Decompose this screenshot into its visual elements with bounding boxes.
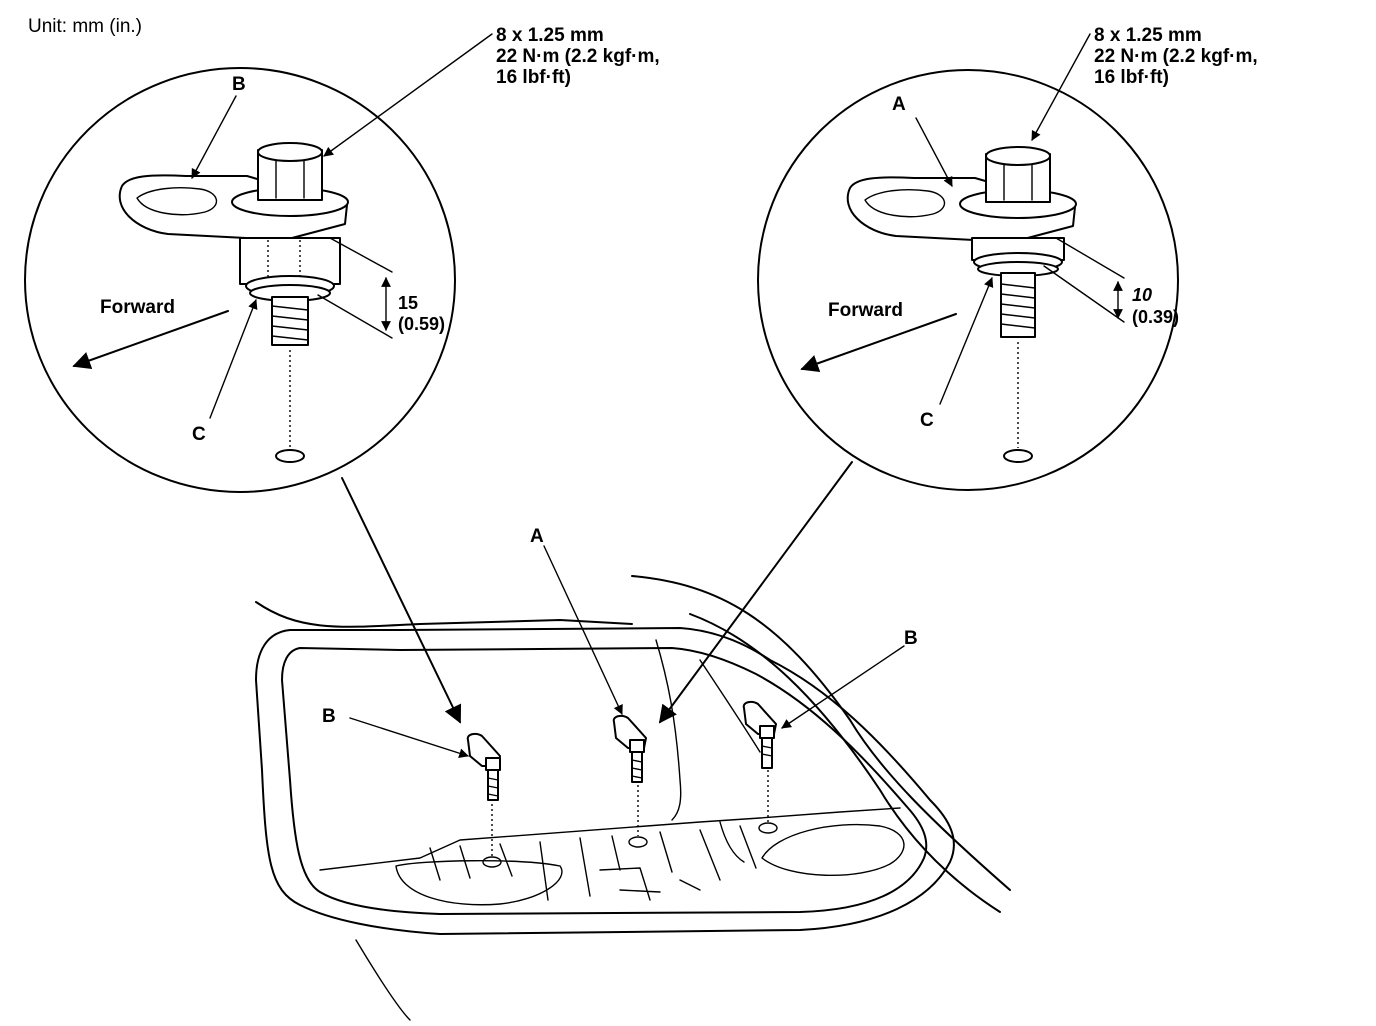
right-spec: 8 x 1.25 mm 22 N·m (2.2 kgf·m, 16 lbf·ft… [1094,25,1258,88]
right-forward-arrow [800,313,957,373]
center-anchor-hole [628,836,648,848]
left-spec-line-1: 8 x 1.25 mm [496,25,604,46]
left-spec-line-3: 16 lbf·ft) [496,67,571,88]
center-callout-leader [543,545,623,715]
right-washer-callout: C [920,410,934,431]
left-dimension-mm: 15 [398,293,418,313]
right-forward-label: Forward [828,300,903,321]
center-callout: A [530,526,544,547]
left-anchor-hole [482,856,502,868]
right-spec-line-3: 16 lbf·ft) [1094,67,1169,88]
unit-label: Unit: mm (in.) [28,16,142,37]
right-dimension-mm: 10 [1132,285,1152,305]
left-washer-callout: C [192,424,206,445]
right-detail-link-arrow [658,461,853,724]
left-callout: B [322,706,336,727]
right-callout-leader [781,645,905,729]
right-washer-leader [939,277,994,405]
left-detail-circle [24,67,456,493]
right-dimension-in: (0.39) [1132,307,1179,327]
trunk-floor-view: A B B [255,526,1011,1021]
right-spec-line-1: 8 x 1.25 mm [1094,25,1202,46]
left-forward-arrow [72,310,229,370]
left-bracket-leader [191,95,237,179]
left-dimension: 15 (0.59) [317,237,445,339]
left-detail: 15 (0.59) Forward B C 8 x 1.25 mm 22 N·m… [24,25,660,493]
right-callout: B [904,628,918,649]
left-bolt [231,142,349,463]
anchor-right [742,700,777,769]
left-washer-leader [209,299,258,419]
left-forward-label: Forward [100,297,175,318]
right-bracket-callout: A [892,94,906,115]
left-dimension-in: (0.59) [398,314,445,334]
right-anchor-hole [758,822,778,834]
right-detail: 10 (0.39) Forward A C 8 x 1.25 mm 22 N·m… [757,25,1258,491]
left-callout-leader [349,717,469,758]
left-spec-leader [323,33,493,157]
right-detail-circle [757,69,1179,491]
right-spec-line-2: 22 N·m (2.2 kgf·m, [1094,46,1258,67]
right-bracket-leader [915,117,953,187]
right-spec-leader [1031,33,1091,141]
left-bracket-callout: B [232,74,246,95]
anchor-center [612,714,647,783]
left-detail-link-arrow [341,477,462,724]
left-spec-line-2: 22 N·m (2.2 kgf·m, [496,46,660,67]
anchor-left [466,732,501,801]
right-dimension: 10 (0.39) [1043,237,1179,327]
right-bolt [959,146,1077,463]
left-spec: 8 x 1.25 mm 22 N·m (2.2 kgf·m, 16 lbf·ft… [496,25,660,88]
